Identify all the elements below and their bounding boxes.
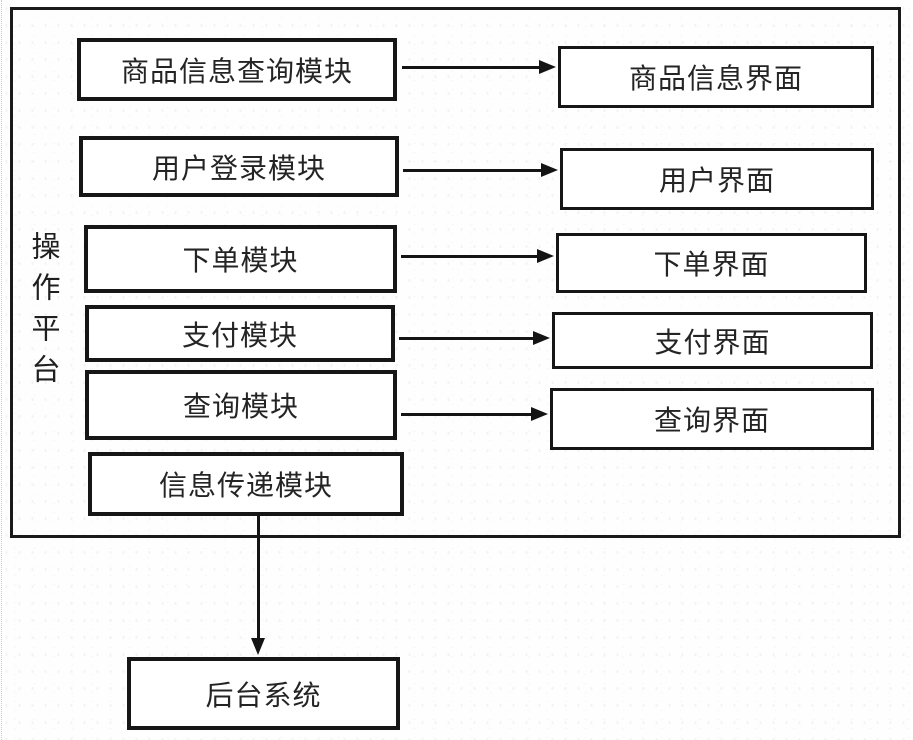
interface-box-payment: 支付界面: [552, 312, 873, 369]
module-box-query: 查询模块: [85, 370, 397, 440]
interface-label: 支付界面: [654, 327, 771, 359]
module-label: 支付模块: [181, 320, 298, 352]
arrow-shaft: [256, 516, 260, 641]
module-label: 下单模块: [182, 246, 299, 277]
arrow-shaft: [403, 168, 544, 172]
module-label: 商品信息查询模块: [120, 56, 353, 88]
arrow-head-down-icon: [251, 638, 265, 655]
arrow-head-right-icon: [533, 331, 550, 345]
module-box-user-login: 用户登录模块: [79, 136, 399, 197]
interface-box-user: 用户界面: [560, 148, 874, 210]
module-label: 用户登录模块: [151, 153, 326, 185]
arrow-payment-to-interface: [399, 331, 550, 345]
interface-box-query: 查询界面: [550, 388, 874, 450]
module-box-product-info-query: 商品信息查询模块: [77, 38, 397, 101]
module-box-payment: 支付模块: [85, 305, 395, 362]
backend-label: 后台系统: [205, 680, 322, 712]
interface-label: 下单界面: [653, 250, 770, 281]
arrow-query-to-interface: [401, 407, 548, 421]
arrow-shaft: [401, 412, 534, 416]
interface-box-order: 下单界面: [556, 233, 867, 293]
arrow-shaft: [402, 65, 542, 69]
arrow-product-info-query-to-interface: [402, 60, 556, 74]
arrow-place-order-to-interface: [401, 249, 554, 263]
interface-box-product-info: 商品信息界面: [558, 46, 874, 108]
module-label: 查询模块: [182, 392, 299, 423]
module-box-place-order: 下单模块: [84, 225, 397, 293]
arrow-head-right-icon: [541, 163, 558, 177]
interface-label: 查询界面: [653, 406, 770, 437]
arrow-head-right-icon: [537, 249, 554, 263]
backend-system-box: 后台系统: [127, 657, 400, 730]
module-label: 信息传递模块: [158, 471, 333, 502]
platform-label: 操作平台: [27, 231, 59, 395]
platform-container: [10, 7, 901, 538]
arrow-head-right-icon: [531, 407, 548, 421]
arrow-shaft: [399, 336, 536, 340]
arrow-transfer-to-backend: [251, 516, 265, 655]
arrow-user-login-to-interface: [403, 163, 558, 177]
arrow-head-right-icon: [539, 60, 556, 74]
module-box-info-transfer: 信息传递模块: [88, 452, 404, 516]
interface-label: 商品信息界面: [628, 64, 803, 95]
scan-artifact-line: [1, 0, 2, 740]
interface-label: 用户界面: [658, 166, 775, 197]
arrow-shaft: [401, 254, 540, 258]
